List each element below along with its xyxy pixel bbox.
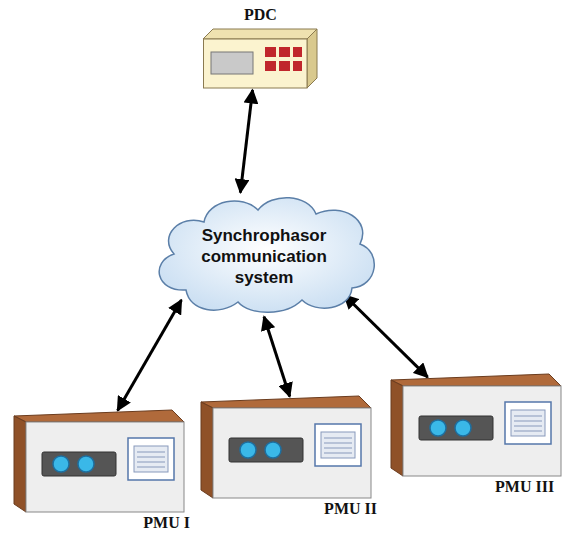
device-label: PMU I <box>143 514 190 532</box>
pmu-node: PMU I <box>6 408 192 532</box>
device-label: PMU III <box>495 478 554 496</box>
pmu-device <box>6 408 186 513</box>
bidirectional-arrow <box>118 300 182 410</box>
bidirectional-arrow <box>344 295 427 377</box>
pmu-node: PMU II <box>193 394 379 520</box>
pdc-device <box>203 28 318 90</box>
pmu-device <box>193 394 373 499</box>
pmu-device <box>383 372 563 477</box>
cloud-label: Synchrophasor communication system <box>189 225 339 288</box>
pmu-node: PMU III <box>383 372 569 500</box>
bidirectional-arrow <box>264 317 290 397</box>
device-label: PDC <box>244 6 277 24</box>
bidirectional-arrow <box>240 90 252 193</box>
network-cloud: Synchrophasor communication system <box>146 190 382 318</box>
device-label: PMU II <box>324 500 377 518</box>
pdc-node: PDC <box>203 6 321 90</box>
